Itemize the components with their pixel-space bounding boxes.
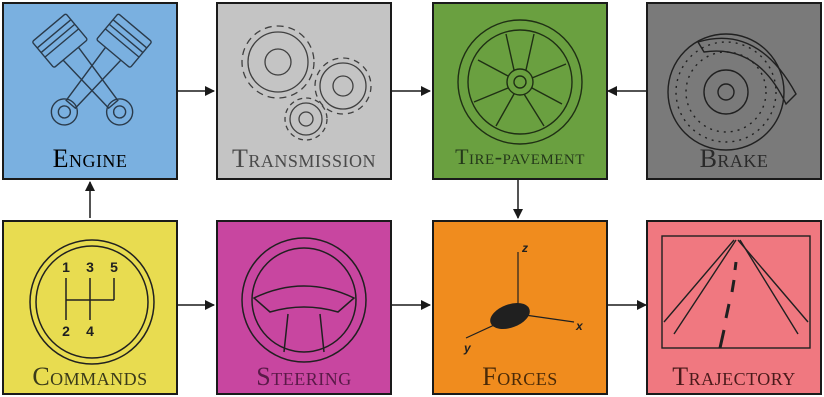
pistons-icon [32, 13, 152, 126]
tire-pavement-label: Tire-pavement [455, 144, 585, 169]
wheel-icon [457, 19, 583, 145]
steering-label: Steering [256, 362, 352, 391]
trajectory-label: Trajectory [672, 362, 796, 391]
axis-y-label: y [463, 341, 472, 355]
transmission-block: Transmission [216, 2, 392, 180]
tire-pavement-block: Tire-pavement [432, 2, 608, 180]
commands-block: 1 3 5 2 4 Commands [2, 220, 178, 395]
steering-wheel-icon [241, 237, 367, 363]
trajectory-block: Trajectory [646, 220, 822, 395]
brake-block: Brake [646, 2, 822, 180]
engine-block: Engine [2, 2, 178, 180]
gear-4-label: 4 [86, 323, 94, 339]
road-icon [661, 235, 811, 349]
forces-block: z x y Forces [432, 220, 608, 395]
axis-x-label: x [575, 319, 584, 333]
gear-3-label: 3 [86, 259, 94, 275]
brake-disc-icon [667, 33, 797, 151]
brake-label: Brake [699, 144, 769, 173]
commands-label: Commands [32, 362, 148, 391]
gear-1-label: 1 [62, 259, 70, 275]
engine-label: Engine [52, 144, 128, 173]
gear-2-label: 2 [62, 323, 70, 339]
forces-label: Forces [482, 362, 558, 391]
transmission-label: Transmission [232, 144, 376, 173]
axis-z-label: z [521, 241, 528, 255]
force-axes-icon: z x y [463, 241, 584, 355]
gears-icon [241, 25, 372, 141]
gearshift-icon: 1 3 5 2 4 [29, 239, 155, 365]
gear-5-label: 5 [110, 259, 118, 275]
steering-block: Steering [216, 220, 392, 395]
